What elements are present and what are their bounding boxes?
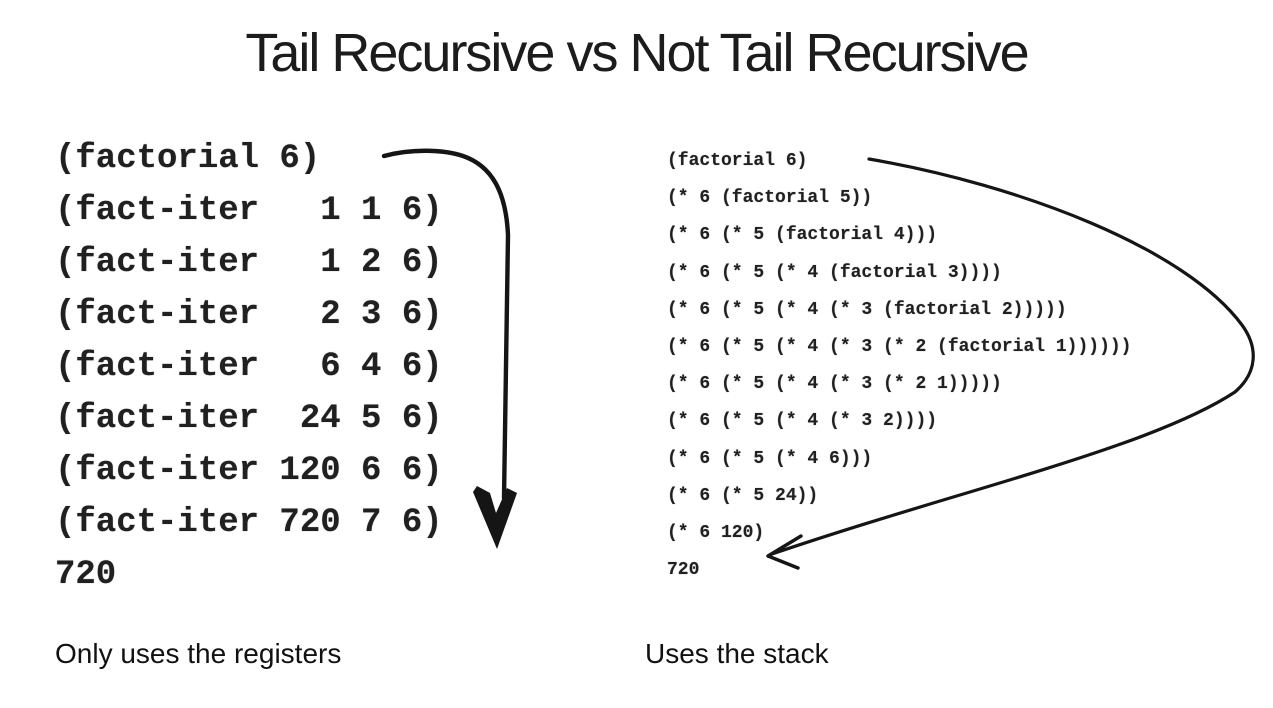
slide-title: Tail Recursive vs Not Tail Recursive bbox=[245, 23, 1029, 83]
right-caption: Uses the stack bbox=[645, 638, 829, 669]
left-caption: Only uses the registers bbox=[55, 638, 342, 669]
left-arrowhead-icon bbox=[473, 486, 517, 549]
right-trace-code: (factorial 6) (* 6 (factorial 5)) (* 6 (… bbox=[667, 151, 1132, 581]
left-trace-code: (factorial 6) (fact-iter 1 1 6) (fact-it… bbox=[55, 140, 443, 594]
